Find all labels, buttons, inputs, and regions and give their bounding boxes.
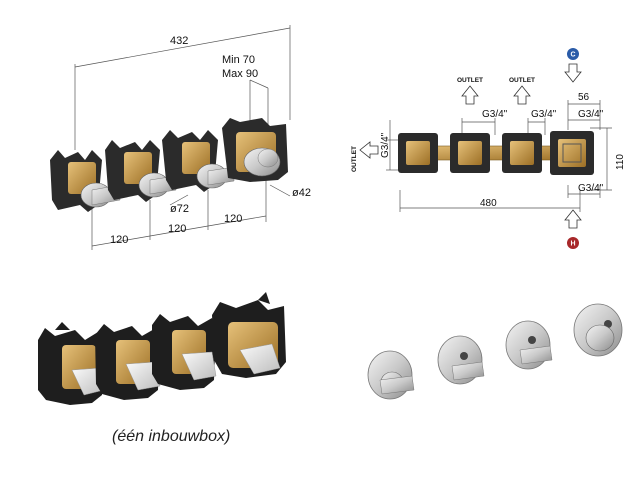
thread-1-label: G3/4" xyxy=(482,109,508,120)
rosette-diameter-label: ø72 xyxy=(170,203,189,215)
photo-box-1 xyxy=(38,322,105,405)
cold-badge xyxy=(567,48,579,60)
handle-diameter-label: ø42 xyxy=(292,187,311,199)
spacing-1-label: 120 xyxy=(110,234,128,246)
trim-3 xyxy=(505,320,553,370)
hot-badge-label: H xyxy=(571,241,576,248)
outlet-label-left: OUTLET xyxy=(351,146,358,172)
spacing-2-label: 120 xyxy=(168,223,186,235)
width-small-label: 56 xyxy=(578,92,590,103)
trim-set-photo xyxy=(367,303,623,400)
outlet-label-2: OUTLET xyxy=(509,77,535,84)
iso-box-2 xyxy=(105,140,177,202)
iso-box-4 xyxy=(222,118,288,182)
photo-box-3 xyxy=(152,314,217,390)
trim-1 xyxy=(367,350,415,400)
thread-left-label: G3/4" xyxy=(380,132,391,158)
cold-badge-label: C xyxy=(571,52,576,59)
depth-min-label: Min 70 xyxy=(222,54,255,66)
iso-box-1 xyxy=(50,150,121,212)
outlet-up-arrow-1 xyxy=(461,85,479,105)
iso-box-3 xyxy=(162,130,235,192)
product-boxes-photo xyxy=(38,292,286,405)
trim-2 xyxy=(437,335,485,385)
isometric-dimension-labels: 432 Min 70 Max 90 120 120 120 ø72 ø42 xyxy=(110,35,311,246)
spacing-3-label: 120 xyxy=(224,213,242,225)
outlet-left-arrow xyxy=(359,141,379,159)
photo-box-4 xyxy=(212,292,286,378)
cold-inlet-arrow xyxy=(564,63,582,83)
outlet-label-1: OUTLET xyxy=(457,77,483,84)
height-label: 110 xyxy=(615,154,626,170)
caption: (één inbouwbox) xyxy=(112,428,231,445)
schematic-lines xyxy=(386,100,612,212)
outlet-up-arrow-2 xyxy=(513,85,531,105)
schematic-boxes xyxy=(398,131,594,175)
schematic-box-1 xyxy=(398,133,438,173)
overall-length-label: 432 xyxy=(170,35,188,47)
photo-box-2 xyxy=(95,324,161,400)
isometric-dimension-lines xyxy=(74,25,291,250)
thread-2-label: G3/4" xyxy=(531,109,557,120)
schematic-box-4 xyxy=(550,131,594,175)
schematic-box-3 xyxy=(502,133,542,173)
isometric-mixer-row xyxy=(50,118,288,212)
flow-arrows xyxy=(359,63,582,229)
depth-max-label: Max 90 xyxy=(222,68,258,80)
trim-4 xyxy=(573,303,623,357)
hot-badge xyxy=(567,237,579,249)
total-width-label: 480 xyxy=(480,198,497,209)
hot-inlet-arrow xyxy=(564,209,582,229)
schematic-box-2 xyxy=(450,133,490,173)
thread-bottom-label: G3/4" xyxy=(578,183,604,194)
thread-3-label: G3/4" xyxy=(578,109,604,120)
schematic-labels: OUTLET OUTLET OUTLET G3/4" G3/4" G3/4" G… xyxy=(351,77,626,209)
